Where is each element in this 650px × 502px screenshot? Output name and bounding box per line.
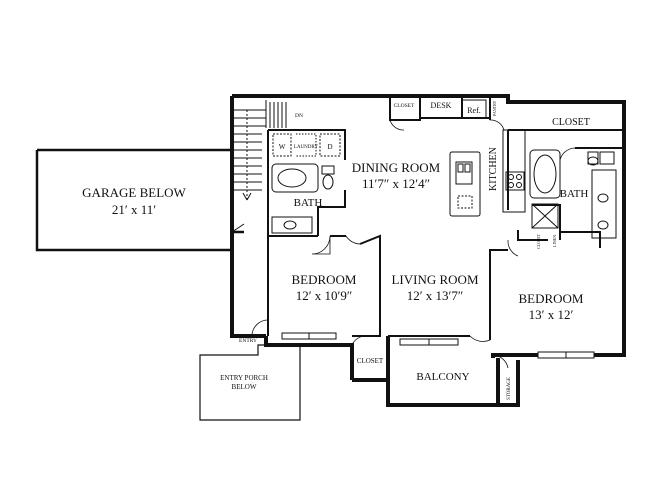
windows (281, 332, 595, 359)
dryer-label: D (327, 143, 332, 151)
dining-name: DINING ROOM (352, 160, 441, 175)
washer-label: W (279, 143, 286, 151)
room-labels: GARAGE BELOW 21′ x 11′ DINING ROOM 11′7″… (82, 100, 590, 400)
closet-living-label: CLOSET (357, 357, 384, 365)
right-bath-fixtures (529, 149, 617, 239)
stairs (234, 100, 287, 201)
garage-size: 21′ x 11′ (112, 202, 156, 217)
entry-label: ENTRY (239, 338, 257, 344)
garage-outline (35, 148, 245, 252)
entry-porch-line1: ENTRY PORCH (220, 374, 268, 382)
living-name: LIVING ROOM (391, 272, 478, 287)
dining-size: 11′7″ x 12′4″ (362, 176, 430, 191)
kitchen-label: KITCHEN (488, 147, 499, 191)
left-bath-fixtures (271, 163, 335, 234)
closet-top-right-label: CLOSET (552, 117, 590, 128)
kitchen-fixtures (449, 99, 526, 217)
door-swings (251, 119, 576, 369)
bath-right-label: BATH (560, 188, 589, 200)
laundry-appliances (272, 133, 341, 157)
closet-small-label: CLOSET (536, 233, 541, 249)
bedroom-right-name: BEDROOM (518, 291, 583, 306)
storage-label: STORAGE (507, 377, 512, 400)
pantry-label: PANTRY (492, 100, 497, 116)
linen-label: LINEN (552, 235, 557, 247)
bedroom-left-size: 12′ x 10′9″ (296, 288, 353, 303)
bedroom-right-size: 13′ x 12′ (529, 307, 574, 322)
closet-desk-label: CLOSET (394, 103, 415, 109)
bath-left-label: BATH (294, 197, 323, 209)
desk-label: DESK (431, 101, 452, 110)
living-size: 12′ x 13′7″ (407, 288, 464, 303)
balcony-label: BALCONY (416, 371, 469, 383)
entry-porch-line2: BELOW (232, 383, 257, 391)
dn-label: DN (295, 113, 303, 119)
garage-name: GARAGE BELOW (82, 185, 186, 200)
laundry-label: LAUNDRY (294, 145, 319, 150)
ref-label: Ref. (467, 106, 481, 115)
bedroom-left-name: BEDROOM (291, 272, 356, 287)
